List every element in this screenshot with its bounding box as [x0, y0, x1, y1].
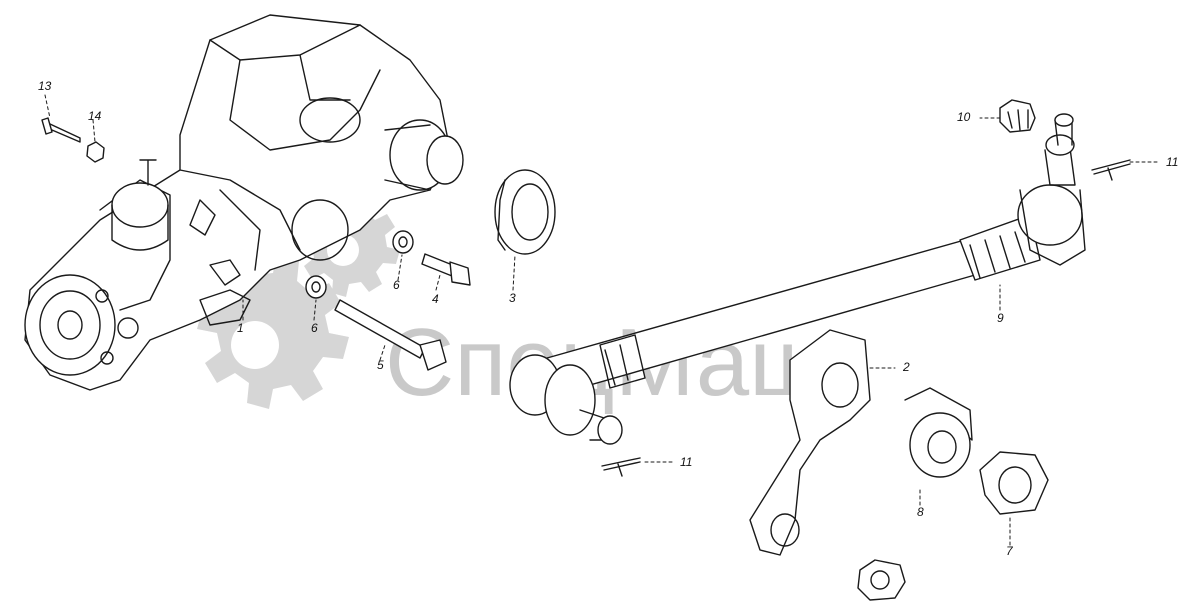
callout-8: 8 — [917, 505, 924, 519]
lock-washer-8 — [904, 387, 973, 478]
callout-5: 5 — [377, 358, 384, 372]
callout-9: 9 — [997, 311, 1004, 325]
hex-nut-7 — [979, 451, 1049, 515]
steering-gear-housing — [24, 14, 464, 391]
callout-7: 7 — [1006, 544, 1013, 558]
callout-6b: 6 — [311, 321, 318, 335]
callout-2: 2 — [903, 360, 910, 374]
callout-11a: 11 — [1166, 155, 1179, 169]
nut-14 — [86, 141, 105, 163]
callout-13: 13 — [38, 79, 52, 93]
callout-14: 14 — [88, 109, 102, 123]
cotter-pin-11-upper — [1091, 159, 1131, 181]
bolt-5 — [334, 299, 447, 371]
washer-6-lower — [305, 275, 327, 299]
castle-nut-lower — [857, 559, 906, 601]
pitman-arm-2 — [749, 329, 871, 556]
callout-11b: 11 — [680, 455, 693, 469]
callout-3: 3 — [509, 291, 516, 305]
bolt-4 — [421, 253, 471, 286]
callout-6a: 6 — [393, 278, 400, 292]
callout-4: 4 — [432, 292, 439, 306]
leader-lines — [44, 94, 1161, 546]
bolt-13 — [41, 117, 81, 143]
castle-nut-10 — [999, 99, 1036, 133]
seal-ring-3 — [494, 169, 556, 255]
cotter-pin-11-lower — [601, 457, 641, 477]
callout-1: 1 — [237, 321, 244, 335]
callout-10: 10 — [957, 110, 971, 124]
washer-6-upper — [392, 230, 414, 254]
tie-rod-9 — [509, 113, 1086, 445]
